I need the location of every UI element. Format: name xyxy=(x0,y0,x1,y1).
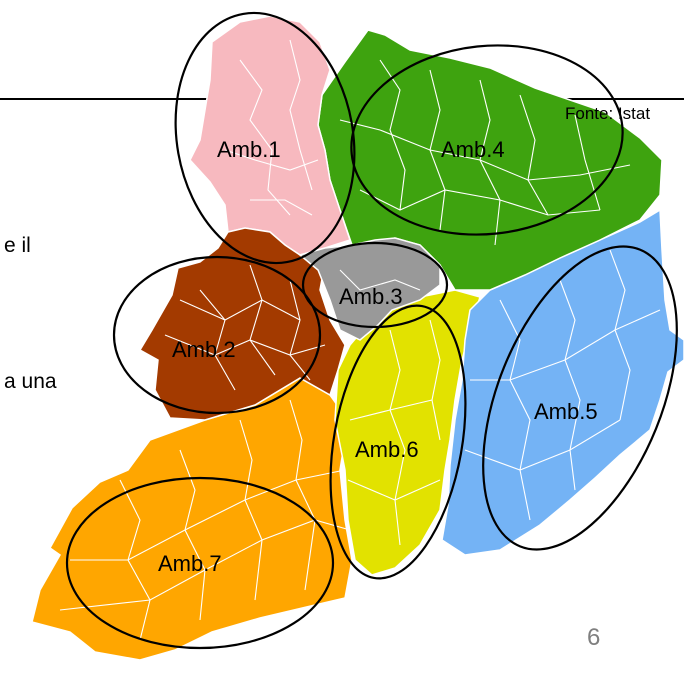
body-text-fragment: a una xyxy=(4,370,57,393)
outline-amb7 xyxy=(65,476,335,650)
outline-amb5 xyxy=(482,245,678,551)
title-underline-right xyxy=(536,98,684,100)
label-amb6: Amb.6 xyxy=(355,437,419,462)
municipal-boundaries xyxy=(59,39,661,641)
outline-amb1 xyxy=(174,11,356,265)
outline-amb4 xyxy=(350,44,624,236)
title-underline-left xyxy=(0,98,210,100)
label-amb2: Amb.2 xyxy=(172,337,236,362)
outline-amb3 xyxy=(301,241,449,329)
label-amb7: Amb.7 xyxy=(158,551,222,576)
area-labels: Amb.1 Amb.2 Amb.3 Amb.4 Amb.5 Amb.6 Amb.… xyxy=(158,137,598,576)
area-outlines xyxy=(65,11,678,650)
label-amb5: Amb.5 xyxy=(534,399,598,424)
source-note: Fonte: Istat xyxy=(565,104,651,123)
area-amb7 xyxy=(31,377,353,661)
area-amb6 xyxy=(334,289,481,576)
area-amb2 xyxy=(138,227,346,421)
label-amb3: Amb.3 xyxy=(339,284,403,309)
body-text-fragment: e il xyxy=(4,234,31,257)
outline-amb6 xyxy=(329,304,467,580)
outline-amb2 xyxy=(112,255,322,415)
label-amb1: Amb.1 xyxy=(217,137,281,162)
page-number: 6 xyxy=(587,624,601,651)
label-amb4: Amb.4 xyxy=(441,137,505,162)
